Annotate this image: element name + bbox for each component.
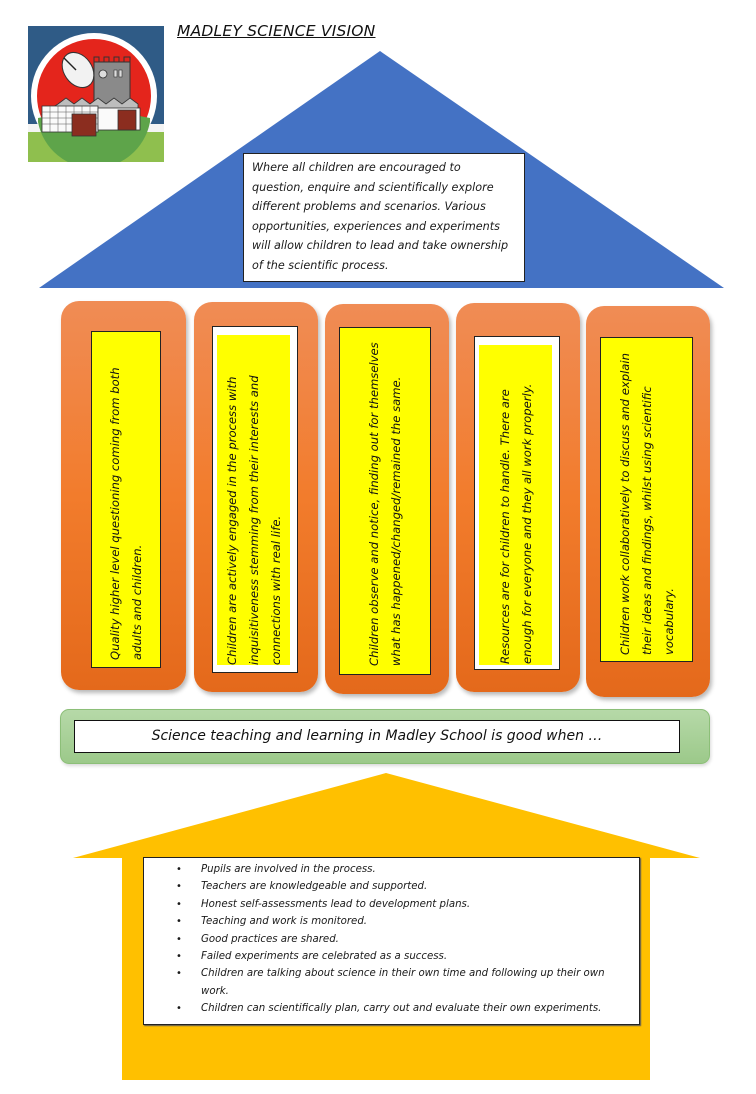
list-item: •Children are talking about science in t… (144, 965, 631, 1000)
pillar-3: Children observe and notice, finding out… (325, 304, 449, 694)
pillar-label-box: Children are actively engaged in the pro… (217, 335, 290, 665)
bullet-icon: • (176, 916, 182, 928)
logo-dish (61, 51, 95, 89)
bullet-icon: • (176, 933, 182, 945)
pillar-4: Resources are for children to handle. Th… (456, 303, 580, 692)
pillar-label-box: Children observe and notice, finding out… (339, 327, 431, 675)
list-item: •Failed experiments are celebrated as a … (144, 948, 631, 965)
foundation-list: •Pupils are involved in the process. •Te… (143, 857, 640, 1025)
pillar-text: Quality higher level questioning coming … (108, 366, 144, 660)
bullet-icon: • (176, 864, 182, 875)
pillar-text: Children observe and notice, finding out… (367, 342, 403, 666)
banner-text: Science teaching and learning in Madley … (74, 720, 680, 753)
pillar-1: Quality higher level questioning coming … (61, 301, 186, 690)
list-item: •Pupils are involved in the process. (144, 861, 631, 878)
list-item: •Children can scientifically plan, carry… (144, 1000, 631, 1017)
pillar-label-box: Resources are for children to handle. Th… (479, 345, 552, 665)
pillar-2: Children are actively engaged in the pro… (194, 302, 318, 692)
pillar-label-box: Quality higher level questioning coming … (91, 331, 161, 668)
pillar-text: Children work collaboratively to discuss… (617, 352, 676, 655)
pillar-text: Resources are for children to handle. Th… (497, 383, 534, 664)
school-logo (28, 26, 164, 162)
bullet-icon: • (176, 898, 182, 910)
list-item: •Teachers are knowledgeable and supporte… (144, 878, 631, 895)
bullet-icon: • (176, 951, 182, 963)
list-item: •Honest self-assessments lead to develop… (144, 896, 631, 913)
bullet-icon: • (176, 1003, 182, 1015)
vision-statement: Where all children are encouraged to que… (243, 153, 525, 282)
list-item: •Teaching and work is monitored. (144, 913, 631, 930)
bullet-icon: • (176, 881, 182, 893)
pillar-label-frame: Resources are for children to handle. Th… (474, 336, 560, 670)
foundation-roof (73, 773, 700, 858)
pillar-label-box: Children work collaboratively to discuss… (600, 337, 693, 662)
pillar-text: Children are actively engaged in the pro… (224, 375, 283, 665)
list-item: •Good practices are shared. (144, 931, 631, 948)
bullet-icon: • (176, 968, 182, 980)
pillar-5: Children work collaboratively to discuss… (586, 306, 710, 697)
page-title: MADLEY SCIENCE VISION (177, 22, 376, 40)
madley-school-logo-icon (28, 26, 164, 162)
pillar-label-frame: Children are actively engaged in the pro… (212, 326, 298, 673)
